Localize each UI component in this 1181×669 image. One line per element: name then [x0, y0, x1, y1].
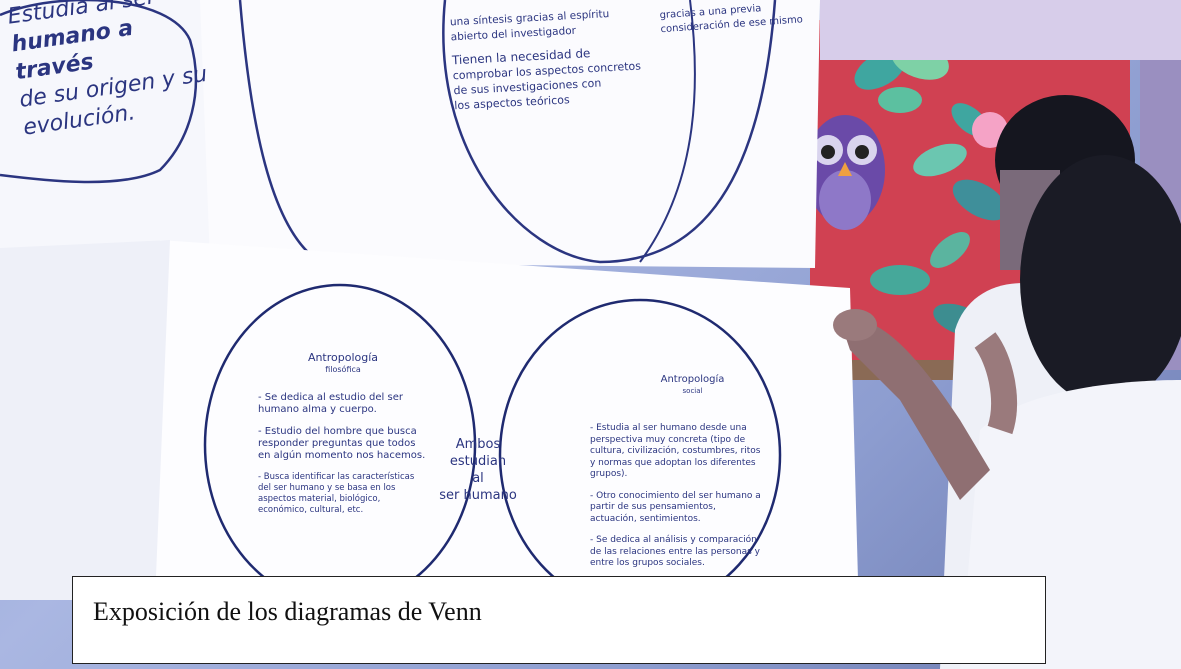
caption-text: Exposición de los diagramas de Venn — [93, 597, 482, 626]
top-left-poster — [0, 0, 250, 260]
right-circle-subtitle: social — [682, 386, 703, 395]
intersection-line: Ambos estudian — [449, 437, 507, 469]
right-circle-item: - Se dedica al análisis y comparación de… — [590, 535, 760, 568]
top-poster — [200, 0, 820, 268]
left-circle-item: - Busca identificar las características … — [258, 472, 415, 515]
caption-box: Exposición de los diagramas de Venn — [72, 576, 1046, 664]
intersection-line: ser humano — [439, 488, 517, 503]
left-circle-item: - Se dedica al estudio del ser humano al… — [258, 392, 403, 415]
left-circle-subtitle: filosófica — [325, 365, 361, 374]
intersection-line: al — [472, 471, 484, 486]
right-circle-item: - Otro conocimiento del ser humano a par… — [590, 490, 761, 524]
right-circle-item: - Estudia al ser humano desde una perspe… — [590, 423, 761, 479]
left-circle-item: - Estudio del hombre que busca responder… — [258, 426, 426, 461]
right-circle-title: Antropología — [660, 374, 725, 385]
right-circle-text: Antropología social - Estudia al ser hum… — [590, 374, 765, 570]
left-circle-title: Antropología — [307, 351, 379, 364]
intersection-text: Ambos estudian al ser humano — [428, 436, 528, 504]
venn-poster — [0, 240, 858, 612]
left-circle-text: Antropología filosófica - Se dedica al e… — [258, 352, 428, 516]
